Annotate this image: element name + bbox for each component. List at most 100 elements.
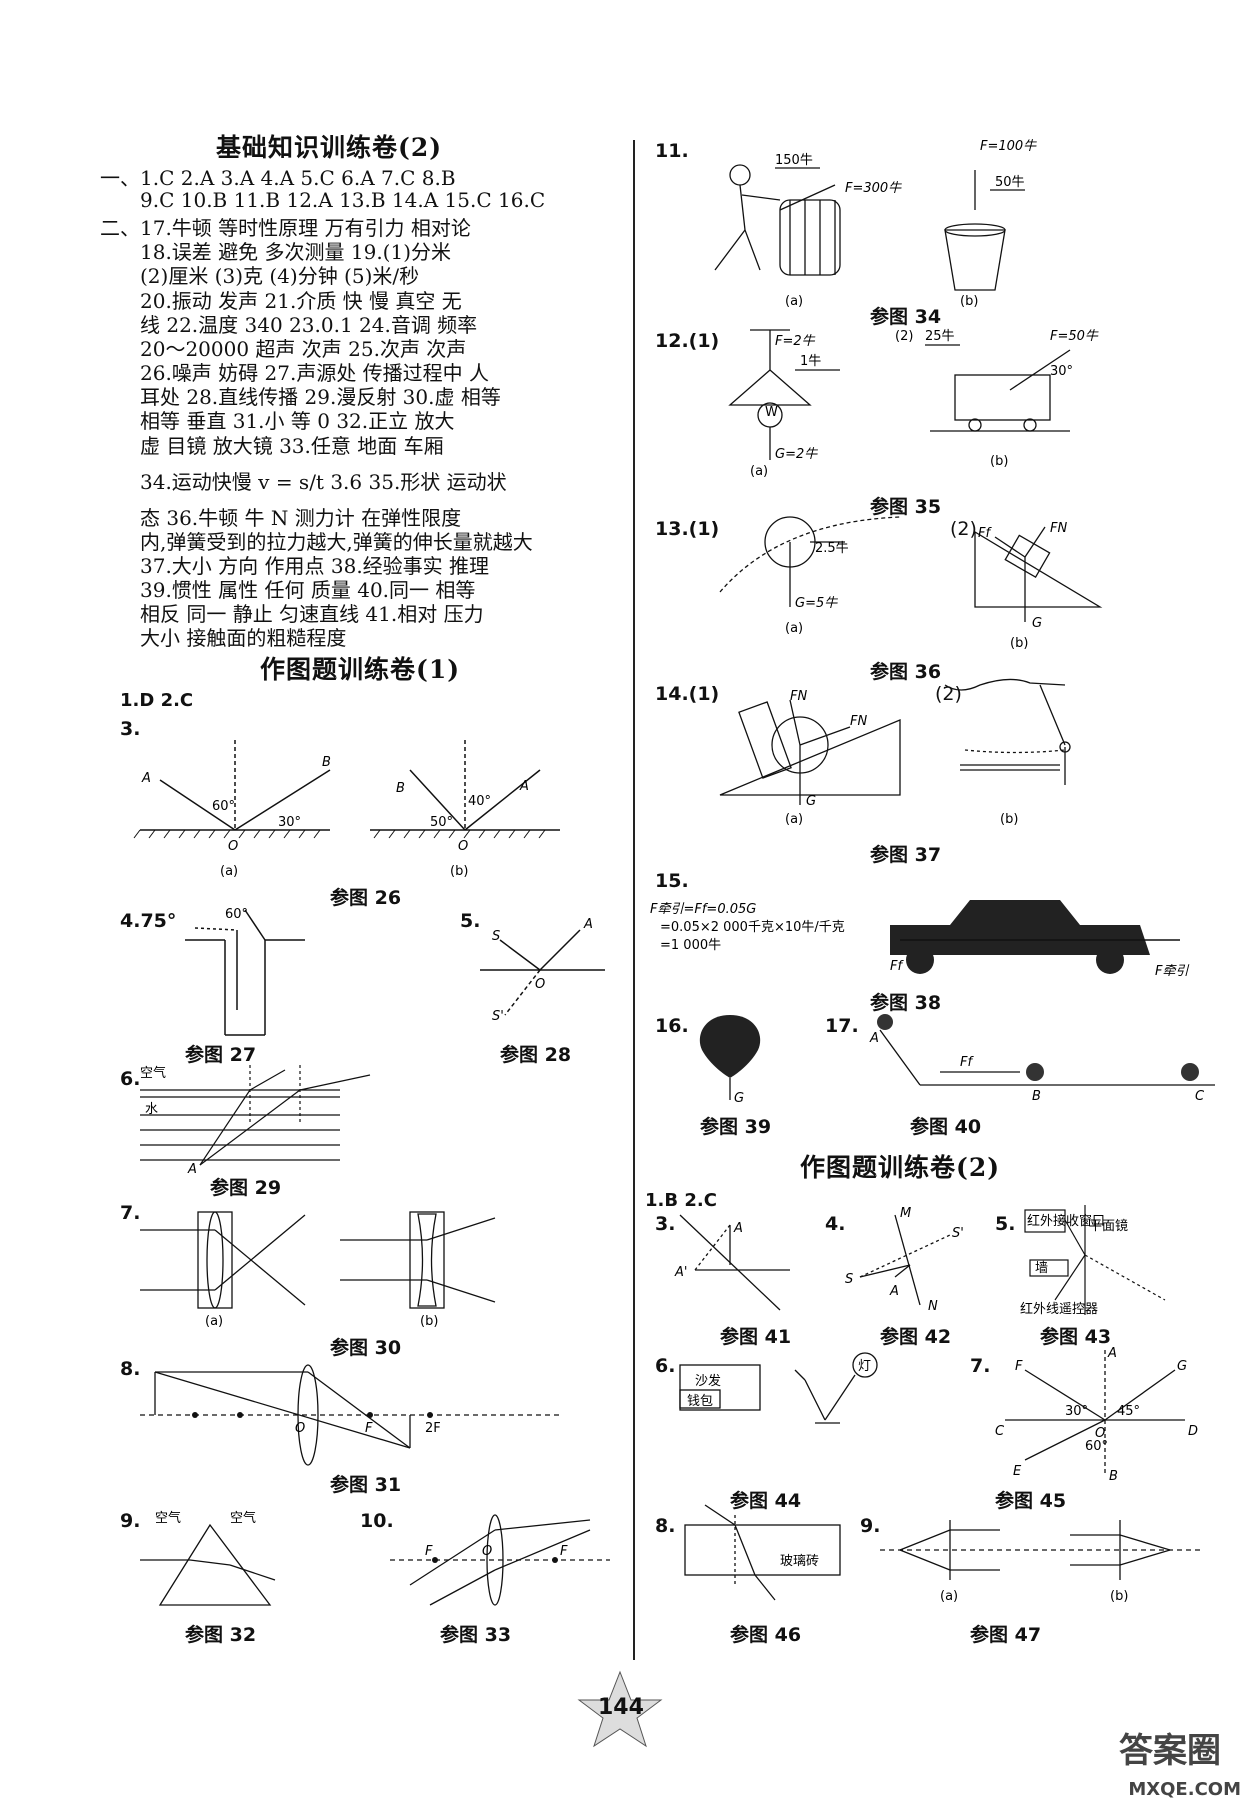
label-B: B [1032, 1089, 1041, 1104]
label-lamp: 灯 [858, 1359, 871, 1374]
figure-caption: 参图 46 [730, 1624, 802, 1646]
label-O: O [1095, 1426, 1105, 1441]
label-air: 空气 [230, 1510, 256, 1526]
sub-label: (b) [960, 294, 978, 309]
page-number: 144 [598, 1695, 644, 1720]
figure-caption: 参图 29 [210, 1177, 282, 1199]
figure-38: F牵引=Ff=0.05G =0.05×2 000千克×10牛/千克 =1 000… [650, 900, 1189, 979]
sub-label: (a) [750, 464, 768, 479]
label-A: A [869, 1031, 879, 1046]
question-number: 15. [655, 870, 689, 892]
figure-30: (a) (b) [140, 1211, 496, 1329]
sub-label: (b) [420, 1314, 438, 1329]
question-number: 6. [655, 1355, 676, 1377]
figure-caption: 参图 41 [720, 1326, 792, 1348]
label-O: O [535, 977, 545, 992]
label-C: C [995, 1424, 1005, 1439]
question-number: 5. [460, 910, 481, 932]
star-icon [577, 1670, 663, 1748]
answer-line: 态 36.牛顿 牛 N 测力计 在弹性限度 [140, 506, 462, 530]
question-number: 11. [655, 140, 689, 162]
figure-46: 玻璃砖 [684, 1504, 841, 1601]
scale-label: 50牛 [995, 175, 1025, 190]
label-ir: 红外接收窗口 [1027, 1213, 1105, 1229]
figure-44: 沙发 钱包 灯 [679, 1352, 878, 1424]
figure-31: O F 2F [140, 1364, 560, 1466]
question-number: 7. [970, 1355, 991, 1377]
label-A: A [1107, 1346, 1117, 1361]
label-S: S [492, 929, 500, 944]
sub-label: (b) [450, 864, 468, 879]
label-B: B [322, 755, 331, 770]
question-number: 13.(1) [655, 518, 720, 540]
figure-caption: 参图 47 [970, 1624, 1042, 1646]
figure-caption: 参图 37 [870, 844, 942, 866]
label-E: E [1013, 1464, 1022, 1479]
force-label: G [806, 794, 816, 809]
label-N: N [928, 1299, 938, 1314]
watermark-logo: 答案圈 [1119, 1731, 1221, 1771]
figure-caption: 参图 26 [330, 887, 402, 909]
label-glass: 玻璃砖 [780, 1554, 819, 1569]
sub-label: (a) [785, 621, 803, 636]
answer-line: 线 22.温度 340 23.0.1 24.音调 频率 [140, 313, 478, 337]
label-O: O [458, 839, 468, 854]
figure-34: 150牛 F=300牛 F=100牛 50牛 (a) (b) [714, 139, 1037, 309]
figure-40: A Ff B C [869, 1014, 1215, 1104]
label-A: A [519, 779, 529, 794]
sub-label: (b) [1010, 636, 1028, 651]
section-title: 作图题训练卷(1) [260, 655, 461, 684]
question-number: 8. [120, 1358, 141, 1380]
label-2F: 2F [425, 1421, 441, 1436]
watermark-site: MXQE.COM [1128, 1779, 1241, 1800]
sub-label: (a) [785, 294, 803, 309]
question-number: 3. [655, 1213, 676, 1235]
angle-label: 45° [1117, 1404, 1140, 1419]
force-label: Ff [890, 959, 904, 974]
figure-caption: 参图 43 [1040, 1326, 1112, 1348]
answer-line: 20～20000 超声 次声 25.次声 次声 [140, 337, 467, 361]
label-S: S [845, 1272, 853, 1287]
figure-caption: 参图 40 [910, 1116, 982, 1138]
question-number: 4. [825, 1213, 846, 1235]
figure-37: FN FN G (a) (b) [719, 678, 1071, 827]
label-A: A [889, 1284, 899, 1299]
figure-29: 空气 水 A [140, 1065, 371, 1177]
label-O: O [295, 1421, 305, 1436]
label-F: F [425, 1544, 433, 1559]
force-label: F=300牛 [845, 181, 902, 196]
label-A: A [733, 1221, 743, 1236]
label-mirror: 平面镜 [1089, 1219, 1128, 1234]
label-G: G [1177, 1359, 1187, 1374]
answer-line: 内,弹簧受到的拉力越大,弹簧的伸长量就越大 [140, 530, 533, 554]
figure-35: F=2牛 1牛 G=2牛 W (2) 25牛 F=50牛 30° (a) (b) [728, 329, 1099, 479]
sub-label: (b) [1000, 812, 1018, 827]
answer-line: 耳处 28.直线传播 29.漫反射 30.虚 相等 [140, 385, 501, 409]
scale-label: 2.5牛 [815, 541, 849, 556]
label-water: 水 [145, 1102, 158, 1117]
force-label: G=5牛 [795, 596, 838, 611]
sub-label: (b) [1110, 1589, 1128, 1604]
force-label: G [734, 1091, 744, 1106]
section-title: 作图题训练卷(2) [800, 1153, 1001, 1182]
force-label: F=50牛 [1050, 329, 1099, 344]
question-number: 16. [655, 1015, 689, 1037]
label-A: A [583, 917, 593, 932]
answer-line: 20.振动 发声 21.介质 快 慢 真空 无 [140, 289, 462, 313]
figure-36: 2.5牛 G=5牛 Ff FN G (a) (b) [719, 516, 1103, 651]
equation: F牵引=Ff=0.05G [650, 902, 756, 917]
sub-label: (a) [220, 864, 238, 879]
label-B: B [396, 781, 405, 796]
sub-number: (2) [895, 329, 913, 344]
question-number: 14.(1) [655, 683, 720, 705]
angle-label: 60° [225, 907, 248, 922]
question-number: 3. [120, 718, 141, 740]
force-label: F牵引 [1155, 964, 1189, 979]
label-S-prime: S' [492, 1009, 504, 1024]
figure-caption: 参图 35 [870, 496, 942, 518]
figure-47: (a) (b) [880, 1520, 1200, 1604]
angle-label: 60° [1085, 1439, 1108, 1454]
answer-line: 相反 同一 静止 匀速直线 41.相对 压力 [140, 602, 484, 626]
equation: =1 000牛 [660, 938, 721, 953]
figure-caption: 参图 30 [330, 1337, 402, 1359]
